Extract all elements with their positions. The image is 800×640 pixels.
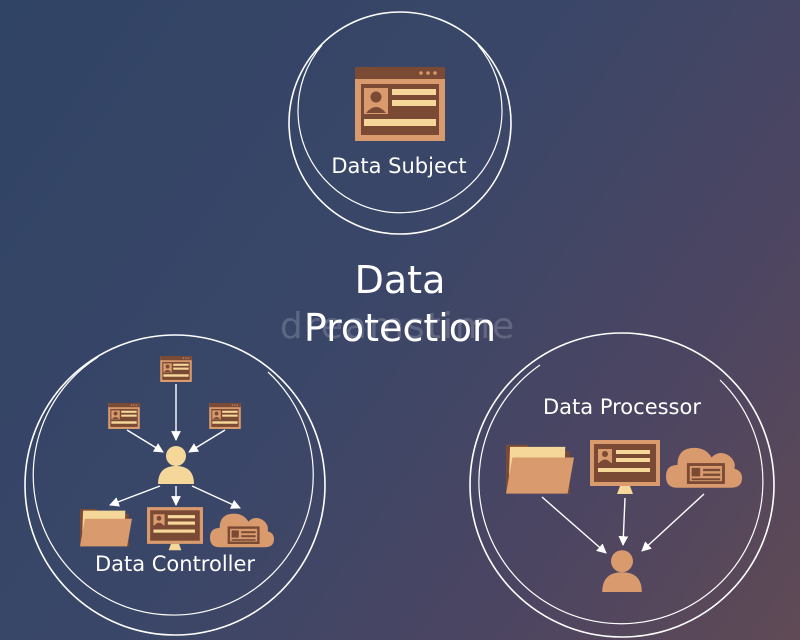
profile-card-icon [108, 403, 140, 429]
page-title-line1: Data [354, 258, 446, 302]
data-processor-label: Data Processor [543, 395, 701, 419]
data-controller-label: Data Controller [94, 552, 256, 576]
profile-card-icon [355, 67, 445, 141]
processor-rings [469, 332, 775, 638]
monitor-icon [590, 440, 660, 494]
cloud-icon [666, 447, 742, 488]
monitor-icon [147, 507, 203, 551]
user-icon [158, 446, 194, 484]
page-title-line2: Protection [303, 306, 497, 350]
controller-rings [24, 334, 326, 636]
profile-card-icon [209, 403, 241, 429]
profile-card-icon [160, 356, 192, 382]
folder-icon [506, 444, 574, 494]
processor-cluster [506, 440, 742, 592]
cloud-icon [210, 513, 274, 548]
user-icon [602, 550, 642, 592]
watermark: dreamstime [279, 306, 517, 347]
folder-icon [80, 508, 132, 547]
controller-cluster [80, 356, 274, 551]
subject-rings [288, 11, 512, 235]
data-subject-label: Data Subject [331, 154, 467, 178]
